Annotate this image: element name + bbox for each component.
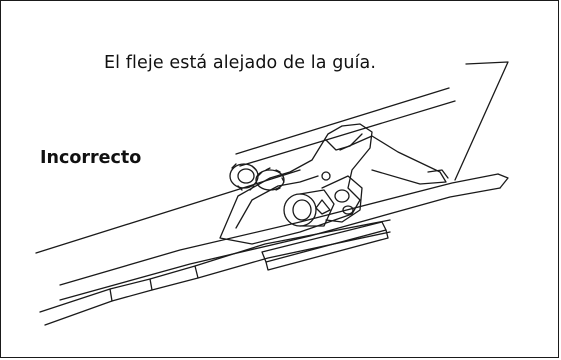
guide-rail-end: [497, 173, 509, 189]
base-plate-edge: [265, 229, 389, 271]
base-plate: [261, 221, 387, 263]
strap-joint-1: [109, 288, 113, 302]
plate-hole-2: [342, 205, 354, 215]
strap-joint-2: [149, 278, 153, 291]
upper-rod: [235, 87, 450, 155]
guide-rail-bottom: [59, 187, 501, 301]
housing-body: [219, 123, 373, 245]
caption-leader-line: [454, 61, 509, 181]
pivot-pin: [321, 171, 331, 181]
gear-teeth: [257, 167, 285, 191]
strap-top: [39, 219, 391, 313]
lever-tip: [427, 169, 449, 179]
strap-joint-3: [194, 265, 199, 279]
handle-lever: [339, 135, 447, 185]
status-label-incorrect: Incorrecto: [40, 148, 142, 168]
front-cylinder-body: [299, 189, 335, 227]
plate-hole-1: [334, 189, 350, 203]
guide-rail-top: [59, 173, 499, 286]
side-plate: [321, 175, 363, 223]
ratchet-teeth: [231, 163, 257, 191]
housing-inner: [235, 175, 319, 229]
caption-text: El fleje está alejado de la guía.: [104, 53, 377, 73]
gear-wheel: [255, 169, 285, 191]
upper-rod-lower-edge: [239, 100, 456, 167]
pin-bolt: [315, 199, 331, 215]
rear-rod: [35, 169, 301, 254]
ratchet-knob-inner: [237, 168, 255, 184]
strap-bottom: [44, 231, 391, 326]
front-cylinder-inner: [292, 199, 312, 221]
